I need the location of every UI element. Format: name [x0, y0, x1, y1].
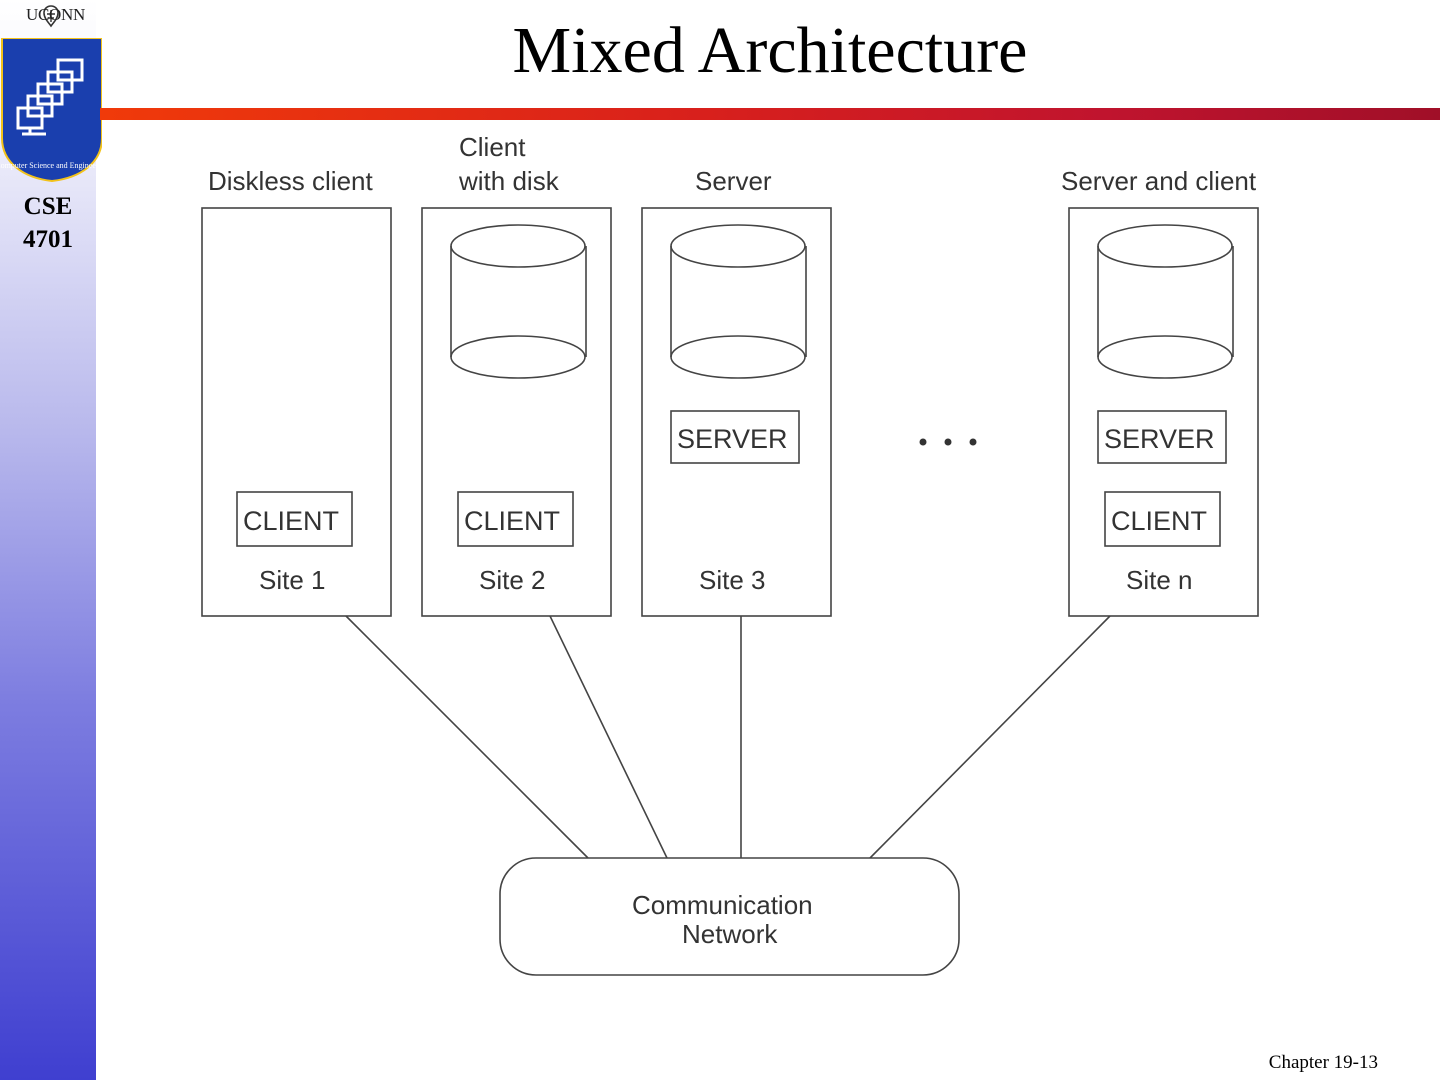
title-rule — [100, 108, 1440, 120]
site-3-heading: Server — [695, 166, 772, 196]
disk-icon — [450, 224, 587, 379]
site-1-box — [201, 207, 392, 617]
network-label-line-1: Communication — [632, 890, 813, 920]
course-line-1: CSE — [23, 193, 73, 220]
site-label: Site 1 — [259, 565, 326, 595]
svg-text:Computer Science and Engineeri: Computer Science and Engineering — [0, 161, 102, 170]
uconn-brand: UCONN — [26, 5, 85, 24]
site-2-box — [421, 207, 612, 617]
disk-icon — [670, 224, 807, 379]
site-n-box — [1068, 207, 1259, 617]
network-box — [499, 857, 960, 976]
site-label: Site n — [1126, 565, 1193, 595]
site-2-heading-line-1: Client — [459, 132, 526, 162]
site-2-heading-line-2: with disk — [458, 166, 560, 196]
cse-logo: Computer Science and Engineering — [0, 38, 102, 183]
client-label: CLIENT — [1111, 506, 1207, 536]
ellipsis-icon — [919, 438, 977, 446]
client-box — [457, 491, 574, 547]
site-label: Site 2 — [479, 565, 546, 595]
server-label: SERVER — [677, 424, 788, 454]
slide-title: Mixed Architecture — [512, 14, 1028, 87]
server-box — [1097, 410, 1227, 464]
connection-line — [345, 615, 589, 859]
course-line-2: 4701 — [23, 226, 73, 253]
site-label: Site 3 — [699, 565, 766, 595]
disk-icon — [1097, 224, 1234, 379]
client-box — [1104, 491, 1221, 547]
client-box — [236, 491, 353, 547]
network-label-line-2: Network — [682, 919, 778, 949]
connection-line — [549, 615, 668, 859]
site-1-heading: Diskless client — [208, 166, 373, 196]
client-label: CLIENT — [464, 506, 560, 536]
sidebar: UCONN Computer Science and Engineering C… — [0, 0, 102, 1080]
uconn-seal-icon — [43, 5, 59, 28]
site-3-box — [641, 207, 832, 617]
client-label: CLIENT — [243, 506, 339, 536]
server-label: SERVER — [1104, 424, 1215, 454]
server-box — [670, 410, 800, 464]
site-n-heading: Server and client — [1061, 166, 1257, 196]
architecture-diagram: Diskless client Client with disk Server … — [201, 132, 1259, 976]
course-code: CSE 4701 — [0, 190, 96, 256]
connection-line — [869, 615, 1111, 859]
slide-footer: Chapter 19-13 — [1268, 1052, 1378, 1073]
